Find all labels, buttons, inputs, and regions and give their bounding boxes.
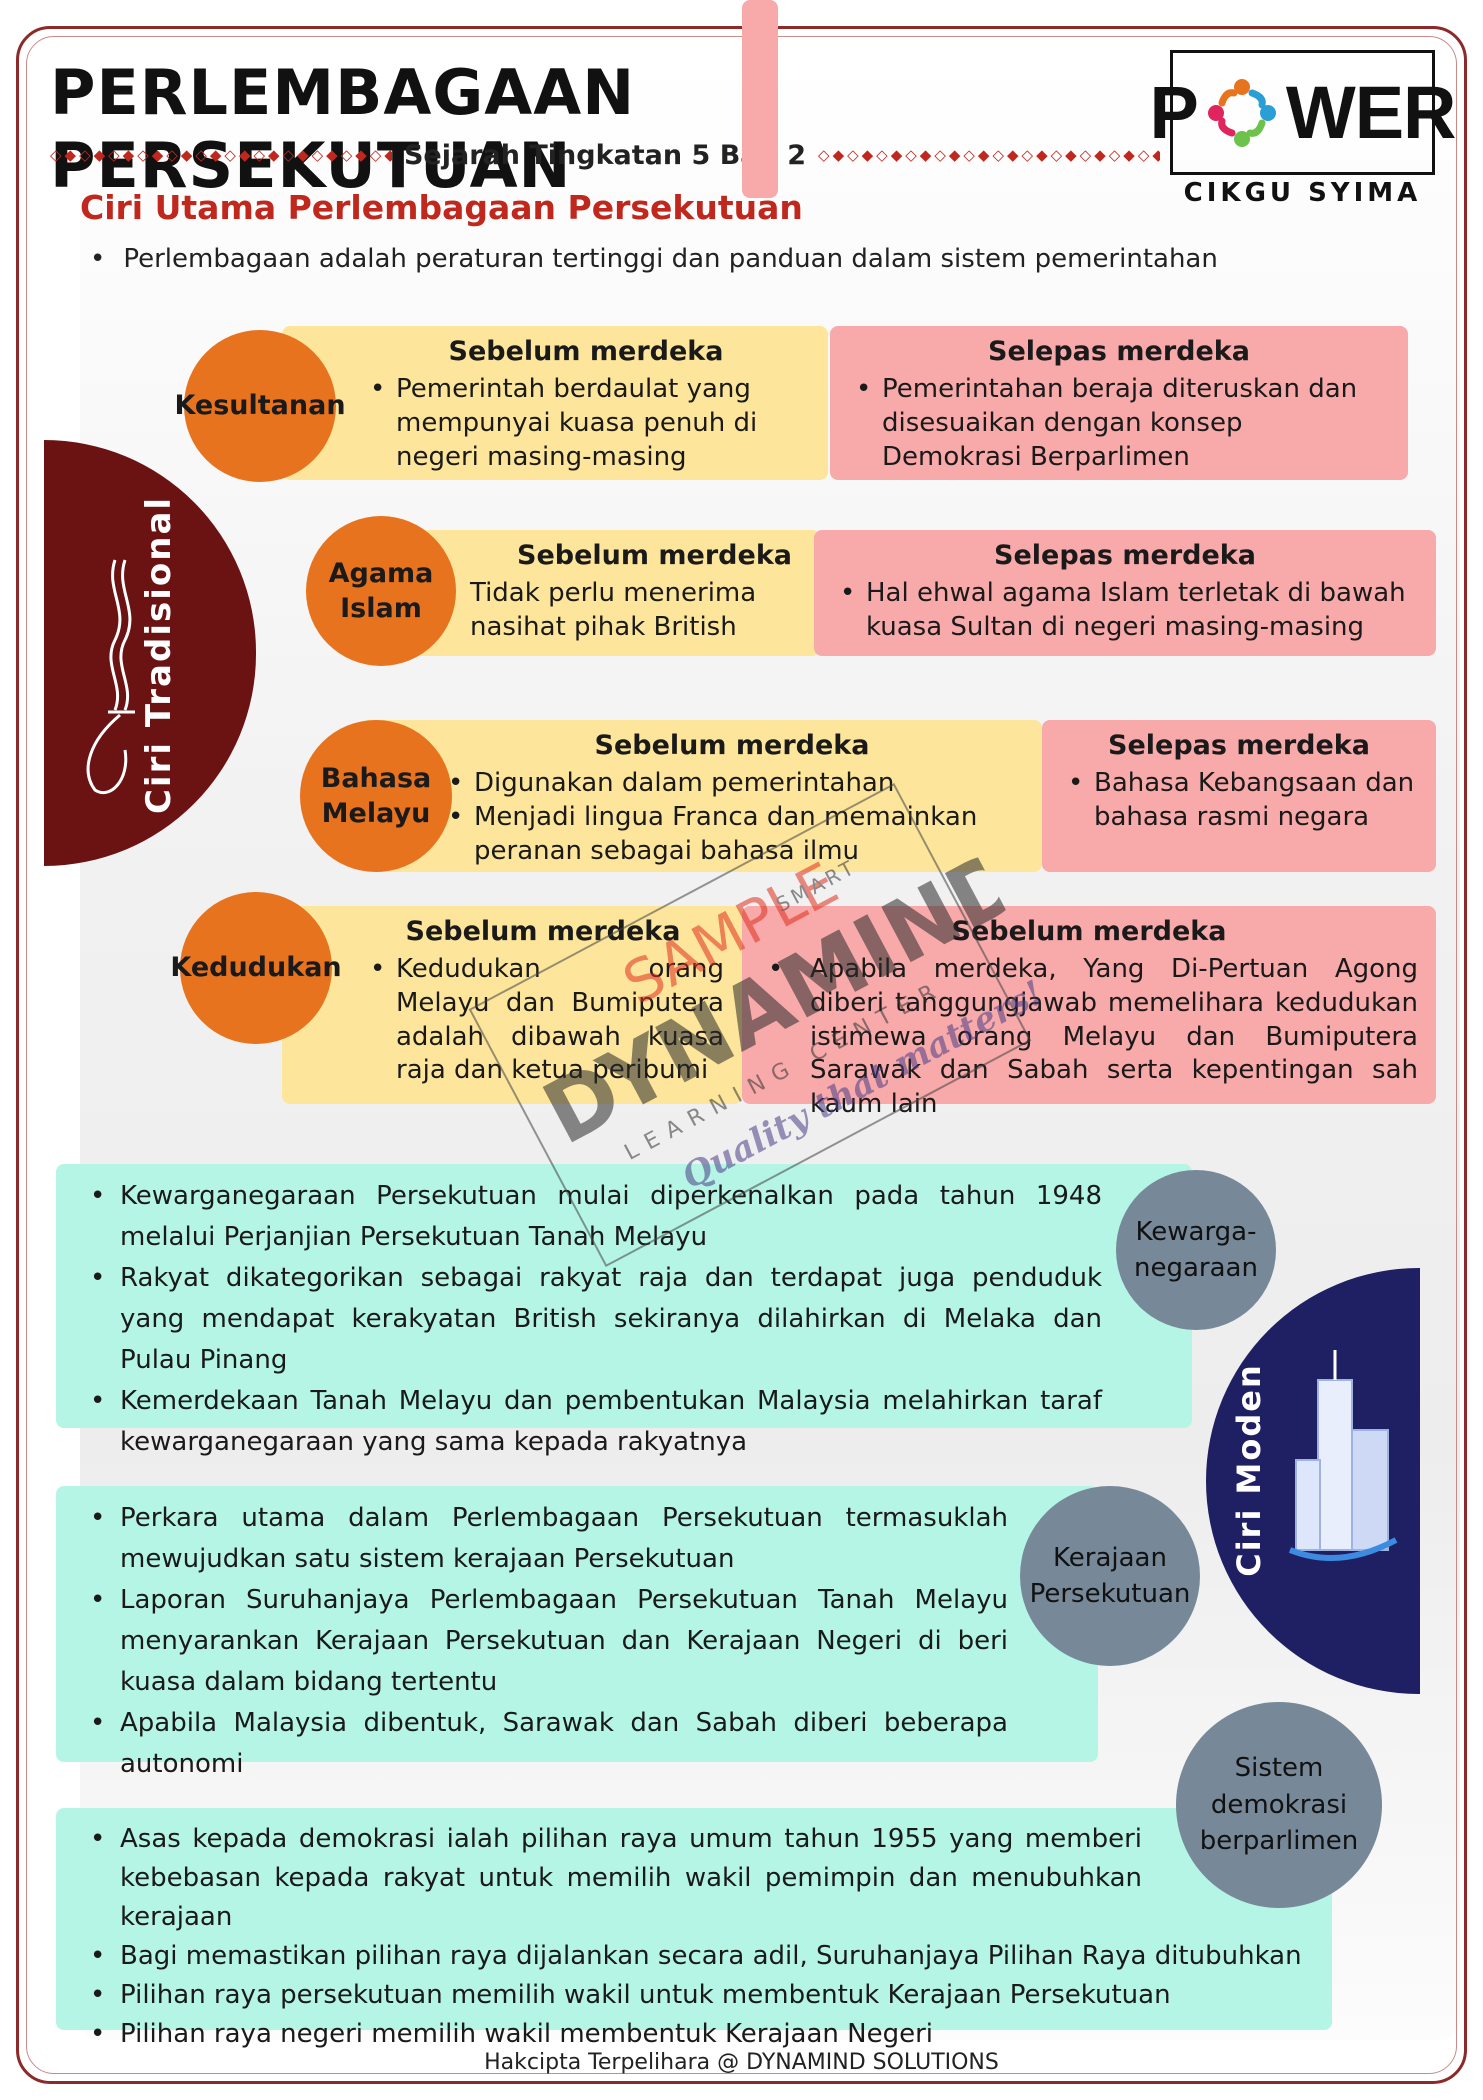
kesultanan-before-item: Pemerintah berdaulat yang mempunyai kuas… [362,373,810,474]
topic-agama-islam: Agama Islam [306,516,456,666]
subtitle-row: ◇◆◇◆◇◆◇◆◇◆◇◆◇◆◇◆◇◆◇◆◇◆◇◆◇◆◇◆◇◆◇◆◇◆◇◆ Sej… [50,137,1160,173]
kerajaan-item-1: Perkara utama dalam Perlembagaan Perseku… [76,1498,1008,1580]
bahasa-after-heading: Selepas merdeka [1108,730,1370,761]
bahasa-before-panel: Sebelum merdeka Digunakan dalam pemerint… [360,720,1042,872]
topic-sistem-demokrasi: Sistem demokrasi berparlimen [1176,1702,1382,1908]
footer-copyright: Hakcipta Terpelihara @ DYNAMIND SOLUTION… [484,2050,999,2075]
keris-icon [86,559,135,794]
page-title: PERLEMBAGAAN PERSEKUTUAN [50,56,636,202]
bahasa-after-item: Bahasa Kebangsaan dan bahasa rasmi negar… [1060,767,1418,835]
agama-before-item: Tidak perlu menerima nasihat pihak Briti… [436,577,802,645]
agama-after-item: Hal ehwal agama Islam terletak di bawah … [832,577,1418,645]
page-border [16,26,1467,2084]
bahasa-after-panel: Selepas merdeka Bahasa Kebangsaan dan ba… [1042,720,1436,872]
traditional-label: Ciri Tradisional [139,496,179,814]
topic-kedudukan: Kedudukan [170,892,342,1044]
people-circle-icon [1202,73,1282,153]
kedudukan-before-item: Kedudukan orang Melayu dan Bumiputera ad… [362,953,724,1088]
page-border-inner [26,36,1457,2074]
kewarganegaraan-item-2: Rakyat dikategorikan sebagai rakyat raja… [76,1258,1102,1381]
kesultanan-after-item: Pemerintahan beraja diteruskan dan dises… [848,373,1390,474]
demokrasi-item-4: Pilihan raya negeri memilih wakil memben… [76,2015,1312,2054]
diamond-divider-left: ◇◆◇◆◇◆◇◆◇◆◇◆◇◆◇◆◇◆◇◆◇◆◇◆◇◆◇◆◇◆◇◆◇◆◇◆ [50,146,392,164]
logo-letter-p: P [1149,71,1199,154]
kewarganegaraan-panel: Kewarganegaraan Persekutuan mulai diperk… [56,1164,1192,1457]
traditional-label-svg: Ciri Tradisional [86,496,179,814]
power-logo: P WER [1150,50,1457,175]
kesultanan-after-panel: Selepas merdeka Pemerintahan beraja dite… [830,326,1408,480]
kedudukan-after-heading: Sebelum merdeka [951,916,1227,947]
bahasa-before-item-2: Menjadi lingua Franca dan memainkan pera… [440,801,1024,869]
kesultanan-after-heading: Selepas merdeka [988,336,1250,367]
topic-kerajaan-persekutuan: Kerajaan Persekutuan [1020,1486,1200,1666]
logo-caption: CIKGU SYIMA [1183,178,1422,208]
kedudukan-before-heading: Sebelum merdeka [405,916,681,947]
bahasa-before-heading: Sebelum merdeka [594,730,870,761]
demokrasi-item-2: Bagi memastikan pilihan raya dijalankan … [76,1937,1312,1976]
page-subtitle: Sejarah Tingkatan 5 Bab 2 [403,139,807,171]
topic-kewarganegaraan: Kewarga-negaraan [1116,1170,1276,1330]
kerajaan-persekutuan-panel: Perkara utama dalam Perlembagaan Perseku… [56,1486,1098,1779]
kewarganegaraan-item-3: Kemerdekaan Tanah Melayu dan pembentukan… [76,1381,1102,1463]
kedudukan-after-panel-body: Sebelum merdeka Apabila merdeka, Yang Di… [742,906,1436,1119]
kerajaan-item-3: Apabila Malaysia dibentuk, Sarawak dan S… [76,1703,1008,1785]
skyscraper-icon [1288,1350,1398,1561]
kedudukan-after-panel [742,0,778,198]
intro-bullet: Perlembagaan adalah peraturan tertinggi … [90,244,1218,274]
kerajaan-item-2: Laporan Suruhanjaya Perlembagaan Perseku… [76,1580,1008,1703]
demokrasi-panel: Asas kepada demokrasi ialah pilihan raya… [56,1808,1332,2054]
agama-before-heading: Sebelum merdeka [517,540,792,571]
agama-before-panel: Sebelum merdeka Tidak perlu menerima nas… [380,530,820,656]
diamond-divider-right: ◇◆◇◆◇◆◇◆◇◆◇◆◇◆◇◆◇◆◇◆◇◆◇◆◇◆◇◆◇◆◇◆◇◆◇◆ [818,146,1160,164]
modern-label: Ciri Moden [1230,1363,1268,1577]
bahasa-before-item-1: Digunakan dalam pemerintahan [440,767,1024,801]
kesultanan-before-heading: Sebelum merdeka [448,336,724,367]
kedudukan-after-item: Apabila merdeka, Yang Di-Pertuan Agong d… [760,953,1418,1122]
demokrasi-item-3: Pilihan raya persekutuan memilih wakil u… [76,1976,1312,2015]
agama-after-heading: Selepas merdeka [994,540,1256,571]
kesultanan-before-panel: Sebelum merdeka Pemerintah berdaulat yan… [282,326,828,480]
section-title: Ciri Utama Perlembagaan Persekutuan [80,188,803,227]
agama-after-panel: Selepas merdeka Hal ehwal agama Islam te… [814,530,1436,656]
logo-letters-wer: WER [1285,71,1457,154]
modern-label-svg: Ciri Moden [1230,1350,1398,1577]
kedudukan-before-panel: Sebelum merdeka Kedudukan orang Melayu d… [282,906,742,1104]
demokrasi-item-1: Asas kepada demokrasi ialah pilihan raya… [76,1820,1312,1937]
kewarganegaraan-item-1: Kewarganegaraan Persekutuan mulai diperk… [76,1176,1102,1258]
topic-bahasa-melayu: Bahasa Melayu [300,720,452,872]
topic-kesultanan: Kesultanan [174,330,346,482]
